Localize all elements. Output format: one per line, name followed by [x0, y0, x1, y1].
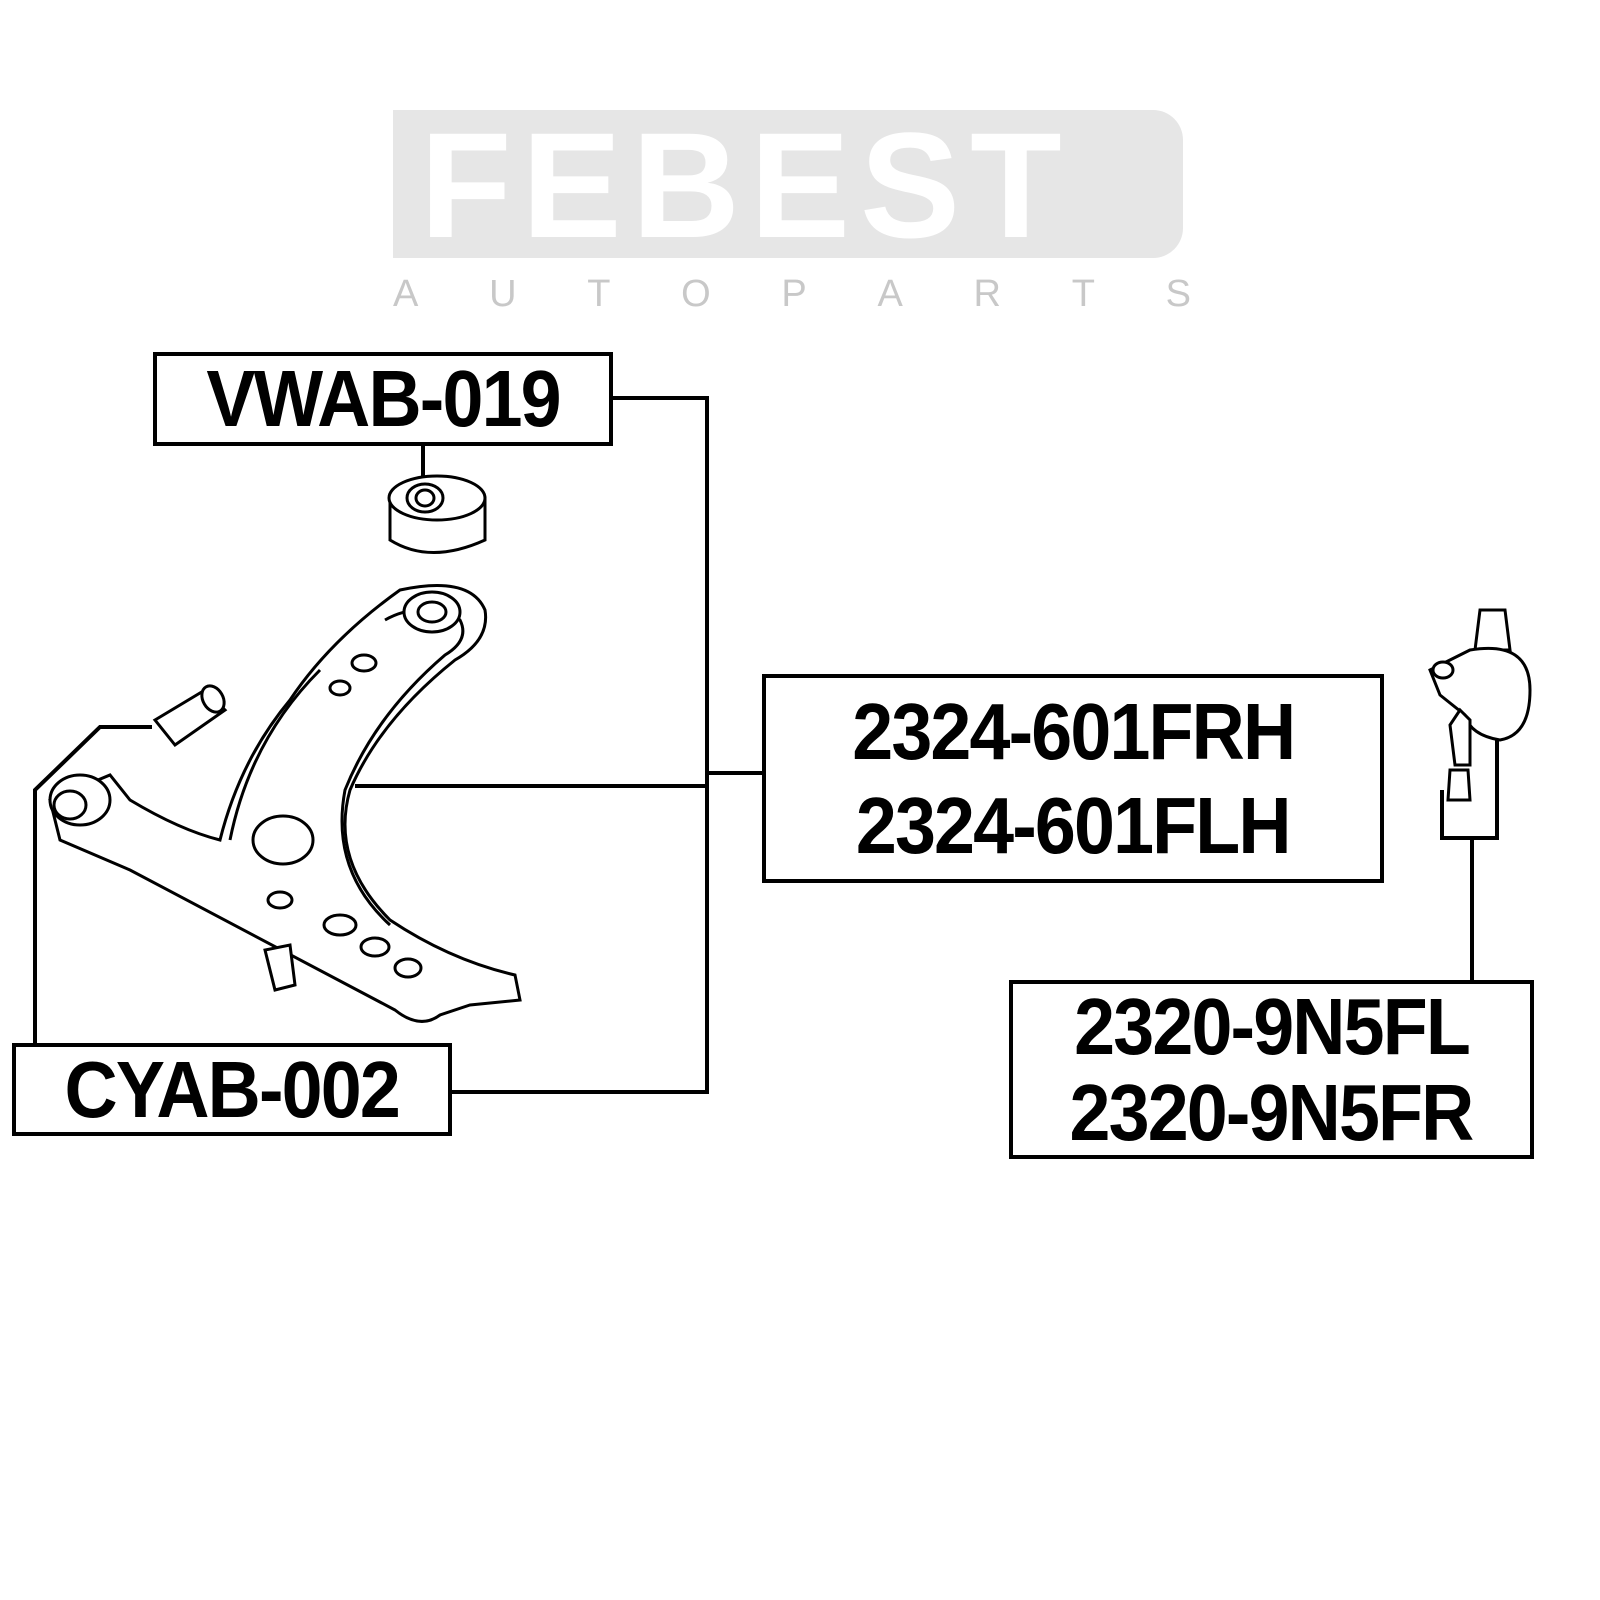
part-number: 2324-601FRH [851, 686, 1296, 776]
watermark-letter: O [681, 273, 713, 315]
bushing-front-drawing [152, 684, 228, 748]
watermark-letter: T [587, 273, 613, 315]
watermark-letter: P [781, 273, 809, 315]
watermark-band [393, 110, 1183, 258]
label-control-arm: 2324-601FRH 2324-601FLH [762, 674, 1384, 883]
watermark-letter: T [1071, 273, 1097, 315]
watermark-letter: R [973, 273, 1003, 315]
watermark-letter: U [489, 273, 519, 315]
part-number: CYAB-002 [64, 1044, 401, 1134]
ball-joint-drawing [1428, 608, 1532, 802]
part-number: 2320-9N5FR [1070, 1067, 1475, 1157]
watermark-tagline: A U T O P A R T S [393, 275, 1193, 313]
part-number: VWAB-019 [206, 354, 561, 443]
label-ball-joint: 2320-9N5FL 2320-9N5FR [1009, 980, 1534, 1159]
watermark-letter: A [393, 273, 421, 315]
label-cyab-002: CYAB-002 [12, 1043, 452, 1136]
watermark-letter: A [877, 273, 905, 315]
part-number: 2324-601FLH [856, 780, 1292, 870]
bushing-top-drawing [387, 474, 487, 554]
watermark-letter: S [1165, 273, 1193, 315]
watermark-brand: FEBEST [420, 101, 1072, 269]
leader-balljoint [1440, 735, 1499, 840]
control-arm-drawing [48, 584, 522, 1023]
label-vwab-019: VWAB-019 [153, 352, 613, 446]
leader-vwab [451, 396, 709, 1094]
leader-lines [33, 396, 1499, 1094]
part-number: 2320-9N5FL [1074, 981, 1471, 1071]
leader-cyab [33, 725, 152, 1043]
